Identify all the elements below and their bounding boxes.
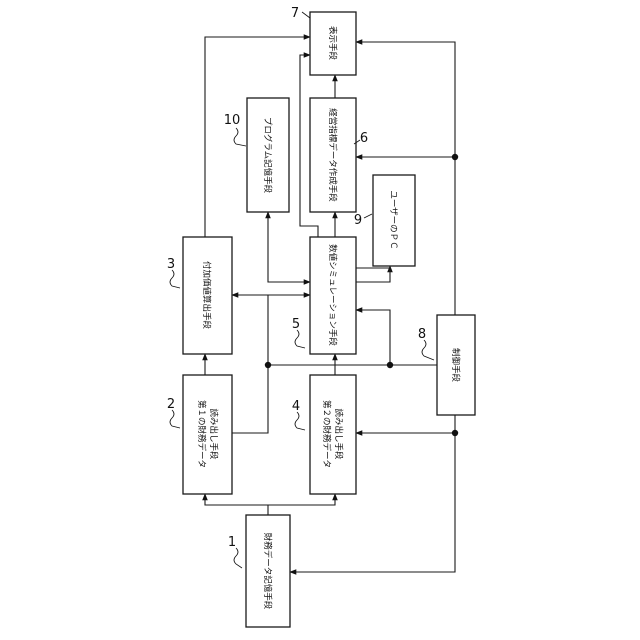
block-program-storage: プログラム記憶手段 10 [224, 98, 289, 212]
block-number: 2 [167, 397, 175, 412]
block-management-index-creator: 経営指標データ作成手段 6 [310, 98, 368, 212]
block-number: 1 [228, 535, 236, 550]
block-value-added-calculator: 付加価値算出手段 3 [167, 237, 232, 354]
block-label: 第２の財務データ [321, 400, 332, 468]
block-label: 付加価値算出手段 [201, 261, 212, 330]
junction-dot [452, 154, 458, 160]
block-label: 読み出し手段 [333, 408, 344, 460]
block-second-data-reader: 第２の財務データ 読み出し手段 4 [292, 375, 356, 494]
block-label: 財務データ記憶手段 [262, 533, 273, 610]
block-first-data-reader: 第１の財務データ 読み出し手段 2 [167, 375, 232, 494]
block-label: ユーザーのＰＣ [388, 190, 398, 249]
block-label: プログラム記憶手段 [262, 117, 273, 194]
block-number: 3 [167, 257, 175, 272]
block-label: 経営指標データ作成手段 [327, 108, 338, 202]
block-label: 第１の財務データ [196, 400, 207, 468]
junction-dot [265, 362, 271, 368]
block-number: 7 [291, 6, 299, 21]
block-display: 表示手段 7 [291, 6, 356, 75]
block-label: 表示手段 [327, 26, 338, 61]
block-number: 8 [418, 327, 426, 342]
block-number: 6 [360, 131, 368, 146]
block-label: 制御手段 [450, 348, 461, 383]
block-user-pc: ユーザーのＰＣ 9 [354, 175, 415, 266]
block-number: 9 [354, 213, 362, 228]
block-number: 4 [292, 399, 300, 414]
block-number: 10 [224, 113, 241, 128]
block-label: 数値シミュレーション手段 [327, 244, 338, 346]
junction-dot [387, 362, 393, 368]
block-label: 読み出し手段 [208, 408, 219, 460]
block-number: 5 [292, 317, 300, 332]
block-financial-data-storage: 財務データ記憶手段 1 [228, 515, 290, 627]
junction-dot [452, 430, 458, 436]
